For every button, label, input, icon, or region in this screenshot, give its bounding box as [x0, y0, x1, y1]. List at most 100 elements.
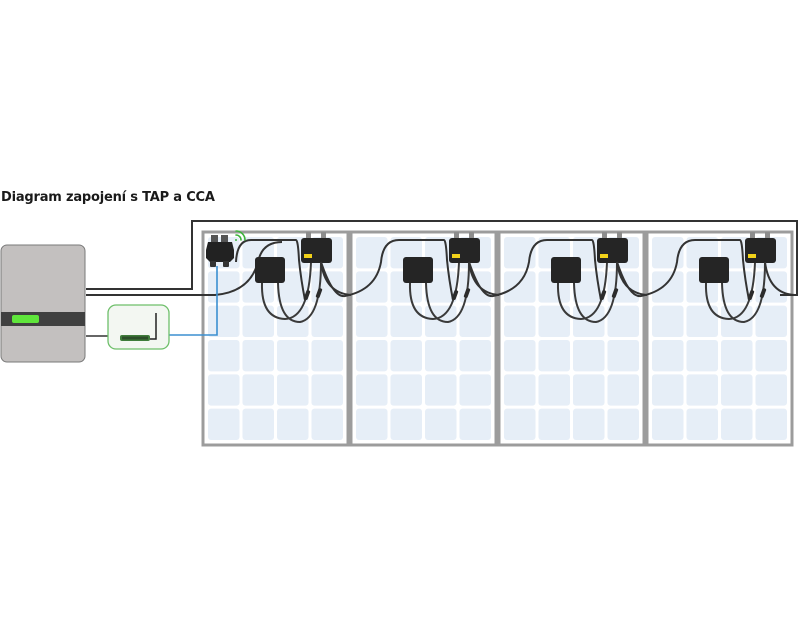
- optimizer-tab: [306, 232, 311, 240]
- tap-connector: [211, 235, 218, 242]
- mc4-connector: [451, 290, 459, 300]
- panel-cell: [356, 408, 388, 440]
- panel-cell: [652, 271, 684, 303]
- mc4-connector: [463, 288, 471, 298]
- panel-cell: [459, 374, 491, 406]
- panel-cell: [459, 305, 491, 337]
- panel-cell: [573, 374, 605, 406]
- optimizer: [597, 238, 628, 263]
- panel-cell: [686, 305, 718, 337]
- gateway-device: [107, 304, 170, 350]
- panel-cell: [459, 408, 491, 440]
- panel-cell: [311, 408, 343, 440]
- panel-cell: [686, 374, 718, 406]
- optimizer-tab: [469, 232, 474, 240]
- panel-cell: [311, 340, 343, 372]
- optimizer-tab: [602, 232, 607, 240]
- panel-cell: [755, 305, 787, 337]
- inter-panel-cable: [616, 239, 750, 301]
- panel-cell: [277, 340, 309, 372]
- panel-cell: [755, 271, 787, 303]
- panel-cell: [356, 271, 388, 303]
- panel-cell: [538, 408, 570, 440]
- mc4-connector: [747, 290, 755, 300]
- gateway-antenna: [150, 313, 157, 340]
- tap-device: [206, 230, 246, 267]
- panel-cell: [538, 374, 570, 406]
- panel-devices-4: [616, 232, 796, 324]
- panel-cell: [538, 340, 570, 372]
- mc4-connector: [599, 290, 607, 300]
- panel-cell: [504, 305, 536, 337]
- wifi-icon: [235, 230, 246, 241]
- optimizer-label: [748, 254, 756, 258]
- gateway-ports: [122, 336, 148, 340]
- panel-cell: [607, 340, 639, 372]
- panel-cell: [607, 408, 639, 440]
- module-lead-cable: [260, 261, 312, 321]
- panel-cell: [242, 340, 274, 372]
- diagram-title: Diagram zapojení s TAP a CCA: [1, 190, 215, 205]
- panel-cell: [652, 305, 684, 337]
- data-cable: [168, 266, 218, 336]
- panel-cell: [311, 374, 343, 406]
- panel-cell: [504, 408, 536, 440]
- optimizer-tab: [750, 232, 755, 240]
- optimizer: [449, 238, 480, 263]
- optimizer-tab: [617, 232, 622, 240]
- panel-cell: [755, 374, 787, 406]
- optimizer-tab: [454, 232, 459, 240]
- panel-cell: [425, 374, 457, 406]
- panel-cell: [686, 408, 718, 440]
- optimizer-tab: [321, 232, 326, 240]
- panel-cell: [390, 408, 422, 440]
- panel-cell: [208, 374, 240, 406]
- panel-cell: [538, 305, 570, 337]
- panel-devices-1: [235, 232, 352, 324]
- gateway-frame: [107, 304, 170, 350]
- panel-cell: [721, 340, 753, 372]
- tap-body: [206, 242, 234, 262]
- panel-cell: [686, 340, 718, 372]
- module-lead-cable: [408, 261, 460, 321]
- panel-cell: [573, 340, 605, 372]
- panel-cell: [652, 408, 684, 440]
- optimizer-label: [452, 254, 460, 258]
- panel-cell: [390, 374, 422, 406]
- panel-cell: [652, 374, 684, 406]
- panel-cell: [607, 374, 639, 406]
- panel-cell: [459, 340, 491, 372]
- junction-box: [551, 257, 581, 283]
- panel-devices-2: [320, 232, 500, 324]
- panel-cell: [208, 340, 240, 372]
- junction-box: [403, 257, 433, 283]
- panel-cell: [504, 271, 536, 303]
- panel-cell: [755, 340, 787, 372]
- junction-box: [255, 257, 285, 283]
- module-lead-cable: [556, 261, 608, 321]
- panel-cell: [390, 305, 422, 337]
- panel-cell: [652, 237, 684, 269]
- inter-panel-cable: [468, 239, 602, 301]
- output-cable: [764, 261, 796, 296]
- tap-gland: [210, 261, 216, 267]
- tap-connector: [221, 235, 228, 242]
- panel-cell: [721, 374, 753, 406]
- module-lead-cable: [704, 261, 756, 321]
- panel-cell: [425, 340, 457, 372]
- solar-panel-3: [497, 230, 646, 447]
- panel-cell: [208, 408, 240, 440]
- panel-cell: [356, 374, 388, 406]
- junction-box: [699, 257, 729, 283]
- panel-cell: [390, 340, 422, 372]
- panel-cell: [242, 374, 274, 406]
- devices: [0, 230, 796, 363]
- optimizer-tab: [765, 232, 770, 240]
- mc4-connector: [759, 288, 767, 298]
- panel-cell: [721, 408, 753, 440]
- inverter-body: [0, 244, 86, 363]
- panel-cell: [356, 237, 388, 269]
- panel-cell: [652, 340, 684, 372]
- panel-cell: [573, 408, 605, 440]
- panel-cell: [356, 305, 388, 337]
